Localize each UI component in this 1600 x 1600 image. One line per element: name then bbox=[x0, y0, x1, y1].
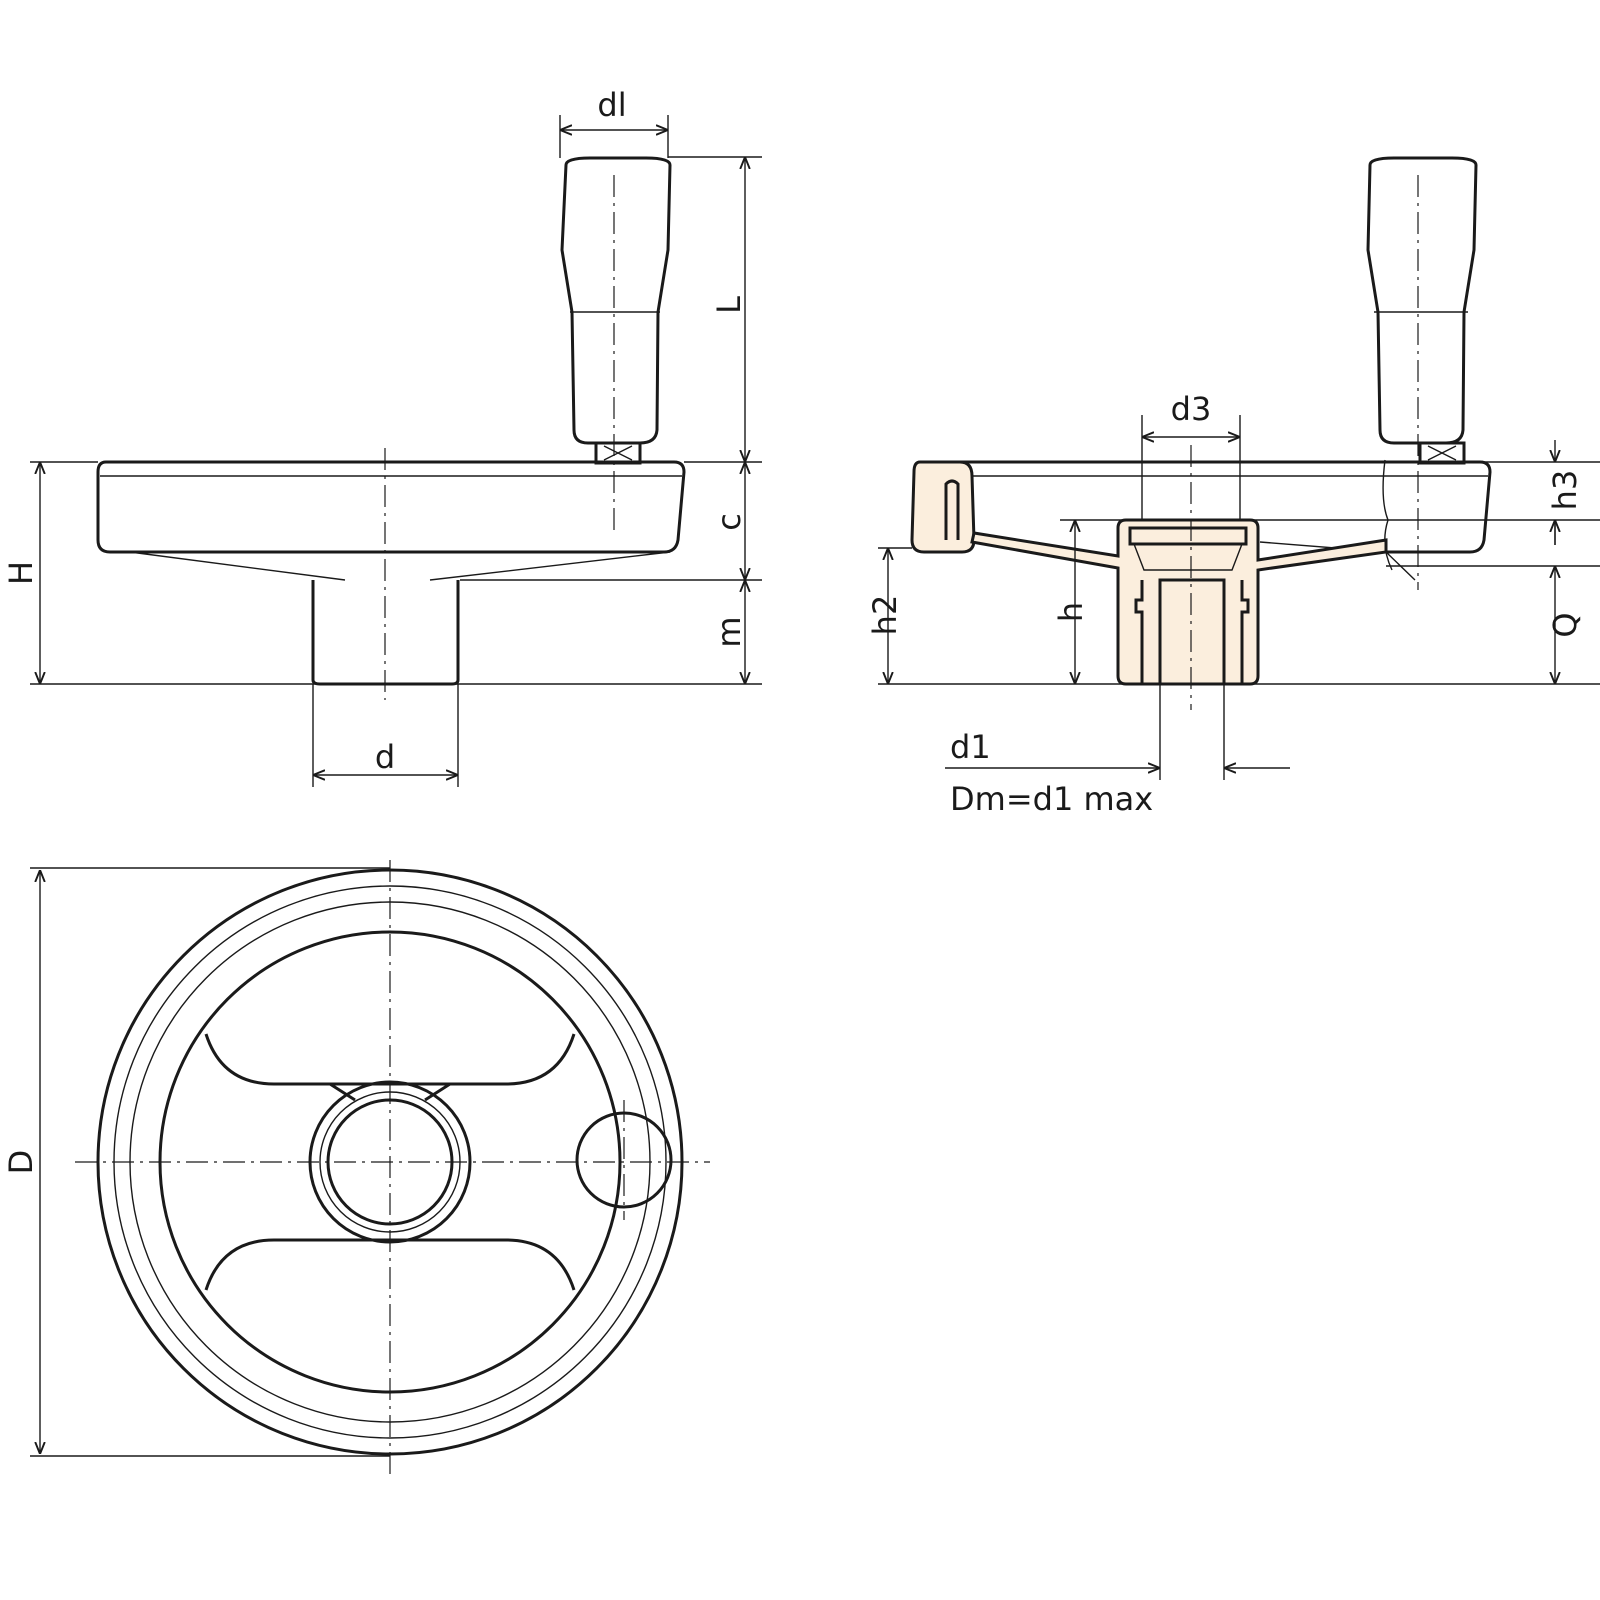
handle-grip bbox=[560, 156, 672, 445]
label-H: H bbox=[2, 561, 40, 585]
label-m: m bbox=[710, 616, 748, 647]
handle-grip-right bbox=[1366, 156, 1478, 445]
label-Q: Q bbox=[1546, 612, 1584, 637]
label-D: D bbox=[2, 1150, 40, 1175]
rim-section bbox=[910, 460, 976, 554]
front-view: D bbox=[2, 860, 710, 1480]
section-view: d3 h3 Q h2 h d1 Dm=d1 max bbox=[866, 156, 1600, 818]
label-h3: h3 bbox=[1546, 470, 1584, 511]
label-dm: Dm=d1 max bbox=[950, 780, 1153, 818]
side-view: dl d L c m H bbox=[2, 86, 762, 787]
label-d1: d1 bbox=[950, 728, 991, 766]
hub bbox=[311, 580, 460, 686]
label-h: h bbox=[1052, 602, 1090, 622]
label-d3: d3 bbox=[1171, 390, 1212, 428]
label-d: d bbox=[375, 738, 395, 776]
label-L: L bbox=[710, 296, 748, 314]
label-c: c bbox=[710, 513, 748, 531]
label-h2: h2 bbox=[866, 595, 904, 636]
label-dl: dl bbox=[597, 86, 626, 124]
spoke-hub-section bbox=[970, 518, 1388, 686]
cap-insert bbox=[1128, 526, 1248, 546]
